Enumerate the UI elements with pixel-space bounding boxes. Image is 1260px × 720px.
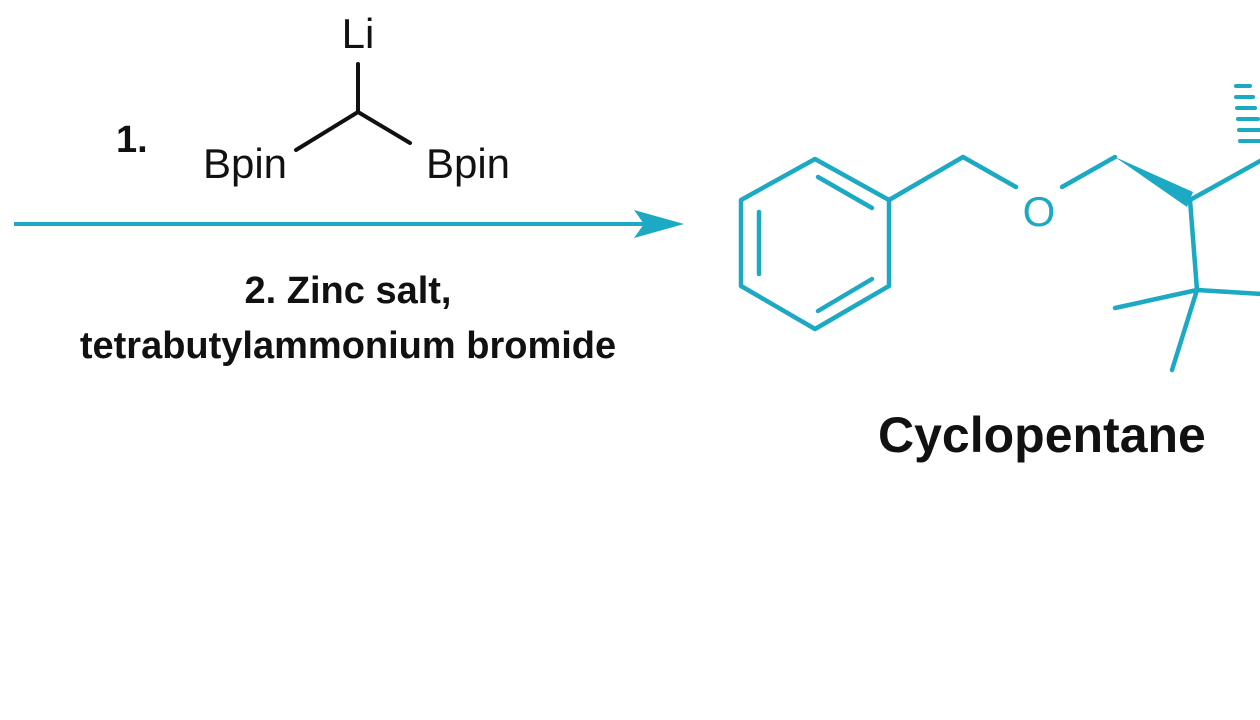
reaction-conditions: 2. Zinc salt, tetrabutylammonium bromide [80,270,616,367]
product-structure [738,84,1260,373]
product-name-label: Cyclopentane [878,407,1206,463]
bond-carbon-bpin-left [294,110,360,152]
step-1-label: 1. [116,119,148,161]
bond-methyl-left [1112,287,1200,311]
benzene-ring [738,156,892,332]
stereo-hash-bond [1234,84,1260,143]
bond-ring-ch2 [886,154,966,203]
bpin-right-label: Bpin [426,140,510,187]
lithium-atom-label: Li [342,10,375,57]
benzene-double-bond-bottom [815,276,875,314]
conditions-line-2: tetrabutylammonium bromide [80,325,616,367]
conditions-line-1: 2. Zinc salt, [245,270,452,312]
bond-carbon-bpin-right [356,110,412,145]
bond-ring-c1-right [1187,158,1260,203]
reagent-structure: 1. Li Bpin Bpin [116,10,510,187]
stereo-wedge-bond [1115,157,1193,207]
reaction-arrow [14,210,684,238]
bond-ring-c1-c2 [1187,197,1200,293]
bpin-left-label: Bpin [203,140,287,187]
bond-ring-c2-right [1194,287,1260,297]
bond-oxygen-ch2 [1059,154,1118,190]
oxygen-atom-label: O [1023,188,1056,235]
bond-methyl-down [1169,287,1200,373]
benzene-double-bond-top [815,174,875,211]
arrow-head [634,210,684,238]
bond-ch2-oxygen [960,154,1019,190]
